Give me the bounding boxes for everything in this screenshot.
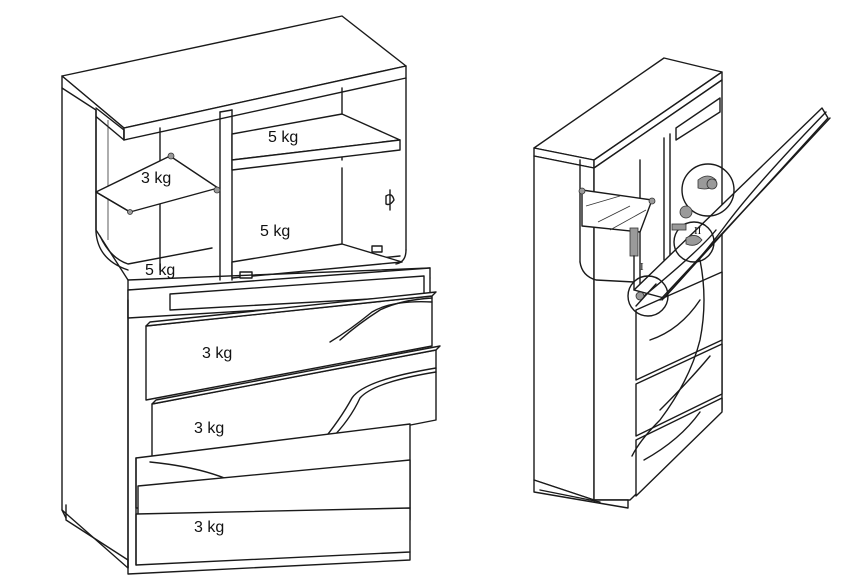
drawer-1-load-label: 3 kg <box>202 345 232 362</box>
magnified-detail-bottom <box>627 275 669 317</box>
left-side-panel <box>61 87 129 569</box>
right-cabinet-icon <box>533 57 831 509</box>
upper-shelf-load-label: 5 kg <box>268 129 298 146</box>
bottom-shelf-load-label: 5 kg <box>145 262 175 279</box>
drawer-3 <box>135 507 411 566</box>
screwdriver-icon <box>629 227 639 257</box>
glass-shelf-load-label: 3 kg <box>141 170 171 187</box>
drawer-3-load-label: 3 kg <box>194 519 224 536</box>
middle-shelf-load-label: 5 kg <box>260 223 290 240</box>
middle-shelf <box>231 243 403 279</box>
door-hinge-icon <box>385 189 395 211</box>
detail-circle-icon <box>627 163 735 317</box>
magnified-detail-top <box>681 163 735 217</box>
drawer-2-load-label: 3 kg <box>194 420 224 437</box>
left-cabinet-icon <box>61 15 441 575</box>
detail-marker-2: II <box>694 225 702 237</box>
detail-marker-1: I <box>640 261 644 273</box>
side-panel-curve <box>95 109 129 271</box>
hinge-cup-icon <box>679 205 693 219</box>
magnified-detail-middle <box>673 221 715 263</box>
